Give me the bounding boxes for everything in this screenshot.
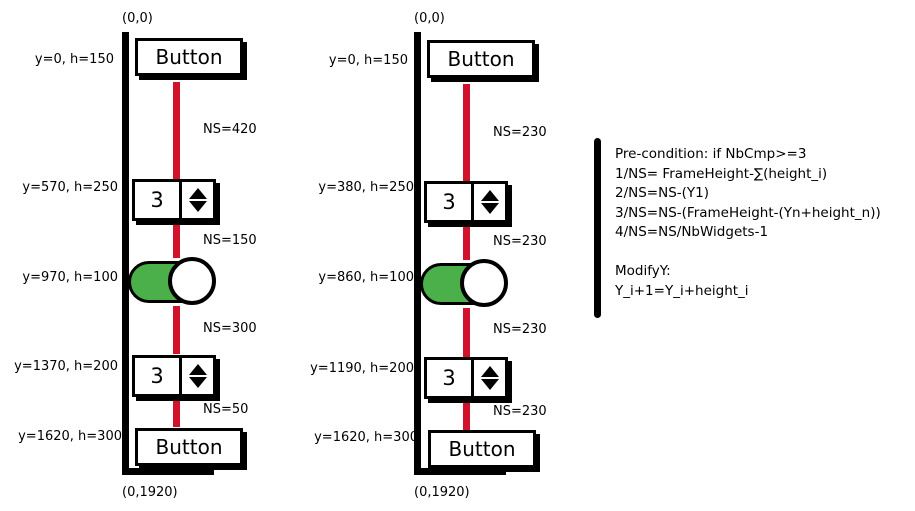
widget-position-label: y=1190, h=200 [310,361,414,376]
frame-left-edge [414,32,421,474]
toggle-knob-icon [460,259,508,307]
note-line: 4/NS=NS/NbWidgets-1 [615,224,769,240]
up-down-arrows-icon[interactable] [474,184,505,220]
toggle-switch[interactable] [128,257,218,305]
widget-position-label: y=970, h=100 [22,270,118,285]
toggle-switch[interactable] [420,259,510,307]
spinner-value: 3 [135,358,182,394]
spinner-widget[interactable]: 3 [132,355,216,397]
spinner-value: 3 [135,182,182,218]
button-widget[interactable]: Button [427,40,535,78]
widget-position-label: y=1620, h=300 [18,429,122,444]
spacing-connector [463,308,470,358]
note-line: Pre-condition: if NbCmp>=3 [615,146,807,162]
spacing-label: NS=230 [493,125,547,140]
spacing-connector [173,82,180,179]
origin-top-label: (0,0) [414,11,445,26]
spacing-connector [173,306,180,354]
note-line [615,243,881,263]
up-down-arrows-icon[interactable] [182,358,213,394]
spacing-label: NS=50 [203,402,249,417]
spacing-label: NS=150 [203,233,257,248]
note-line: 3/NS=NS-(FrameHeight-(Yn+height_n)) [615,204,881,221]
button-text: Button [448,437,516,461]
button-text: Button [155,45,223,69]
layout-panel-after: (0,0) (0,1920) y=0, h=150 Button NS=230 … [290,0,590,511]
widget-position-label: y=860, h=100 [318,270,414,285]
origin-top-label: (0,0) [122,11,153,26]
note-line: 1/NS= FrameHeight-∑(height_i) [615,165,828,182]
spacing-connector [463,223,470,260]
spacing-label: NS=230 [493,404,547,419]
spinner-value: 3 [427,360,474,396]
up-down-arrows-icon[interactable] [474,360,505,396]
widget-position-label: y=570, h=250 [22,180,118,195]
origin-bottom-label: (0,1920) [122,485,178,500]
origin-bottom-label: (0,1920) [414,485,470,500]
button-text: Button [155,435,223,459]
note-line: 2/NS=NS-(Y1) [615,185,710,201]
note-line: Y_i+1=Y_i+height_i [615,282,749,299]
spacing-connector [463,84,470,182]
algorithm-note: Pre-condition: if NbCmp>=3 1/NS= FrameHe… [615,145,881,301]
button-widget[interactable]: Button [428,430,536,468]
note-bracket [594,138,601,318]
toggle-knob-icon [168,257,216,305]
spinner-widget[interactable]: 3 [132,179,216,221]
widget-position-label: y=0, h=150 [34,52,114,67]
frame-bottom-edge [122,468,214,475]
widget-position-label: y=1620, h=300 [314,430,418,445]
spacing-label: NS=300 [203,321,257,336]
button-widget[interactable]: Button [135,428,243,466]
note-line: ModifyY: [615,263,671,279]
button-text: Button [447,47,515,71]
layout-panel-before: (0,0) (0,1920) y=0, h=150 Button NS=420 … [0,0,300,511]
widget-position-label: y=0, h=150 [328,53,408,68]
spinner-widget[interactable]: 3 [424,181,508,223]
spacing-label: NS=230 [493,322,547,337]
spinner-widget[interactable]: 3 [424,357,508,399]
widget-position-label: y=380, h=250 [318,180,414,195]
frame-left-edge [122,32,129,474]
widget-position-label: y=1370, h=200 [14,359,118,374]
spacing-label: NS=420 [203,122,257,137]
spacing-connector [173,222,180,258]
frame-bottom-edge [414,468,506,475]
spacing-connector [463,400,470,430]
spacing-label: NS=230 [493,234,547,249]
up-down-arrows-icon[interactable] [182,182,213,218]
spinner-value: 3 [427,184,474,220]
button-widget[interactable]: Button [135,38,243,76]
spacing-connector [173,397,180,427]
